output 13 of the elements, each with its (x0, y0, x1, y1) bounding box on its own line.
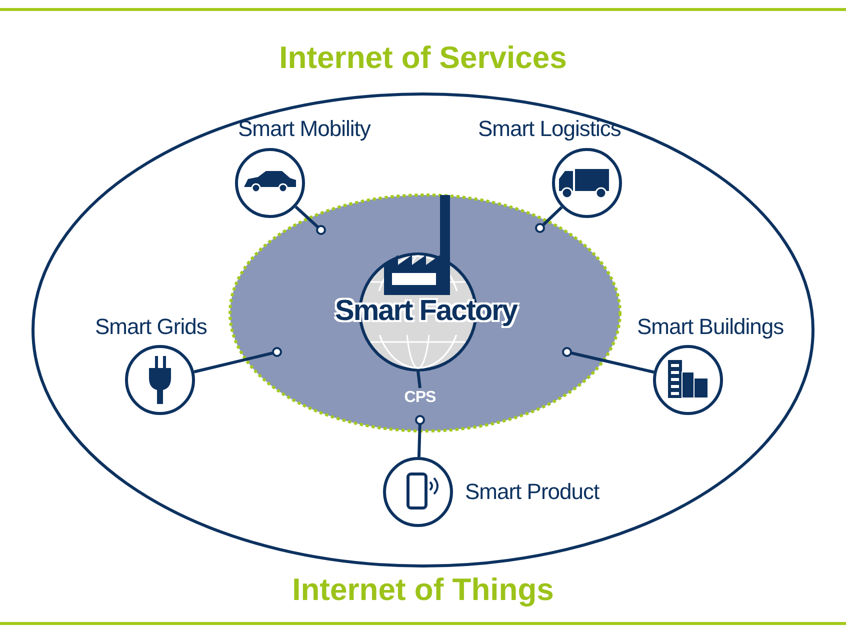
connector-line (416, 370, 422, 388)
connector-line (294, 206, 326, 235)
node-label: Smart Buildings (637, 314, 784, 340)
node-label: CPS (403, 389, 437, 407)
node-label: Smart Grids (95, 314, 207, 340)
connector-line (194, 347, 282, 374)
heading: Internet of Services (278, 40, 568, 76)
node-label: Smart Logistics (478, 116, 621, 142)
node-label: Smart Mobility (238, 116, 370, 142)
connector-line (562, 347, 654, 374)
node-label: Smart Product (465, 479, 600, 505)
heading: Internet of Things (291, 572, 555, 608)
connector-line (415, 415, 425, 458)
